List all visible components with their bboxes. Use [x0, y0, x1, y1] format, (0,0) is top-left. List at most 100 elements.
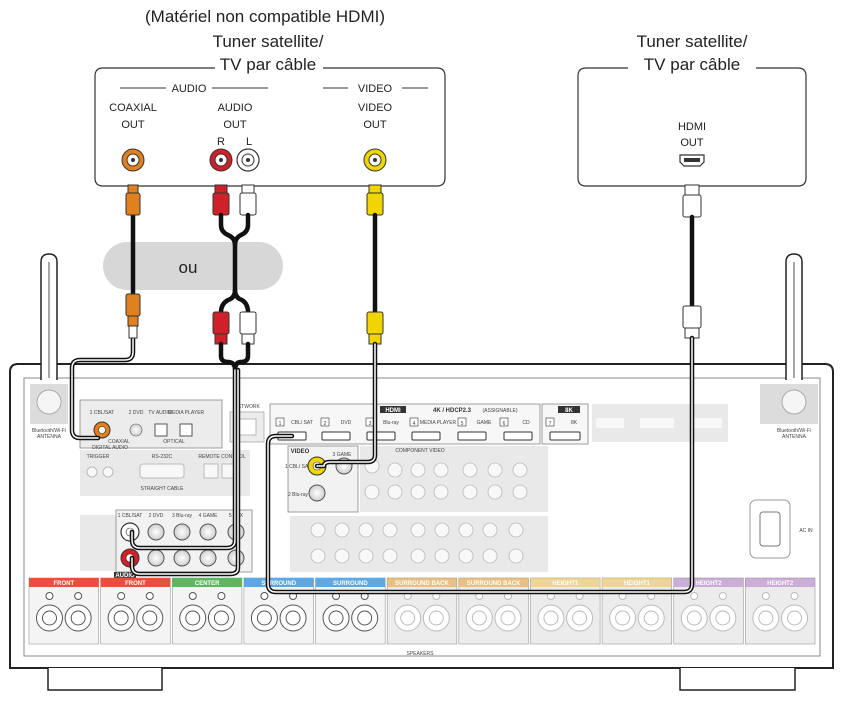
hdmi-device-name-2: TV par câble: [644, 55, 740, 74]
audio-out-l-jack: [236, 148, 260, 172]
speaker-terminal-10: HEIGHT2: [673, 577, 744, 645]
audio-in-1-label: 1 CBL/SAT: [118, 513, 143, 519]
speaker-terminal-11: HEIGHT2: [745, 577, 816, 645]
audio-r-label: R: [217, 136, 225, 148]
hdmi-in-2-port: [321, 431, 351, 441]
antenna-right: Bluetooth/Wi-Fi ANTENNA: [760, 253, 818, 440]
video-group-label: VIDEO: [358, 83, 393, 95]
speaker-terminal-1: FRONT: [28, 577, 99, 645]
hdmi-in-1-num: 1: [279, 421, 282, 427]
ac-in-label: AC IN: [799, 528, 813, 534]
speaker-terminal-4: SURROUND: [243, 577, 314, 645]
digital-coaxial-label: COAXIAL: [108, 439, 130, 445]
hdmi-in-5-num: 5: [461, 421, 464, 427]
composite-video-cable: [314, 184, 384, 469]
digital-media-player-label: MEDIA PLAYER: [168, 410, 205, 416]
antenna-right-label: Bluetooth/Wi-Fi: [777, 428, 811, 434]
video-in-game-label: 3 GAME: [333, 452, 353, 458]
hdmi-cable: [265, 184, 702, 595]
antenna-right-label-2: ANTENNA: [782, 434, 807, 440]
audio-in-label: AUDIO: [115, 573, 135, 579]
speaker-terminal-7: SURROUND BACK: [458, 577, 529, 645]
digital-audio-section: 1 CBL/SAT 2 DVD TV AUDIO MEDIA PLAYER CO…: [79, 399, 223, 451]
speaker-terminal-2: FRONT: [100, 577, 171, 645]
hdmi-in-4-num: 4: [413, 421, 416, 427]
audio-out-r-jack: [209, 148, 233, 172]
hdmi-out-label-2: OUT: [680, 137, 704, 149]
speaker-label-8: HEIGHT1: [552, 581, 579, 587]
digital-dvd-label: 2 DVD: [129, 410, 144, 416]
video-out-label-1: VIDEO: [358, 102, 393, 114]
speaker-terminals: FRONT FRONT CENTER SURROUND SURROUND SURROUND…: [28, 577, 816, 645]
speaker-label-2: FRONT: [125, 581, 146, 587]
straight-cable-label: STRAIGHT CABLE: [141, 486, 185, 492]
video-in-label: VIDEO: [291, 449, 310, 455]
audio-l-label: L: [246, 136, 252, 148]
hdmi-device-name-1: Tuner satellite/: [637, 32, 748, 51]
device-note: (Matériel non compatible HDMI): [145, 7, 385, 26]
audio-group-label: AUDIO: [172, 83, 207, 95]
video-in-section: VIDEO 1 CBL/ SAT 2 Blu-ray 3 GAME COMPON…: [285, 445, 548, 513]
analog-audio-cable: [129, 184, 257, 577]
coaxial-out-jack: [121, 148, 145, 172]
network-label: NETWORK: [234, 404, 260, 410]
hdmi-8k-header: 8K: [565, 408, 573, 414]
speaker-label-4: SURROUND: [261, 581, 296, 587]
audio-out-label-2: OUT: [223, 119, 247, 131]
hdmi-in-5-label: GAME: [477, 420, 492, 426]
hdmi-in-6-port: [503, 431, 533, 441]
speaker-terminal-3: CENTER: [171, 577, 243, 645]
remote-control-label: REMOTE CONTROL: [198, 454, 245, 460]
hdmi-in-4-port: [411, 431, 441, 441]
speakers-label: SPEAKERS: [407, 651, 435, 657]
hdmi-device-panel: HDMI OUT: [577, 67, 807, 187]
hdmi-assignable-label: (ASSIGNABLE): [482, 408, 517, 414]
audio-in-section: 1 CBL/SAT 2 DVD 3 Blu-ray 4 GAME 5 AUX A…: [80, 509, 548, 579]
speaker-terminal-6: SURROUND BACK: [386, 577, 458, 645]
source-device-name-2: TV par câble: [220, 55, 316, 74]
digital-tv-audio-label: TV AUDIO: [148, 410, 171, 416]
hdmi-in-4-label: MEDIA PLAYER: [420, 420, 457, 426]
hdmi-8k-label: 8K: [571, 420, 578, 426]
control-section: TRIGGER RS-232C REMOTE CONTROL STRAIGHT …: [80, 450, 250, 496]
hdmi-8k-num: 7: [549, 421, 552, 427]
alternative-band: [103, 242, 283, 290]
hdmi-8k-port: [549, 431, 581, 441]
hdmi-in-2-label: DVD: [341, 420, 352, 426]
audio-in-3-label: 3 Blu-ray: [172, 513, 193, 519]
ac-in-section: AC IN: [749, 499, 813, 559]
speaker-label-10: HEIGHT2: [696, 581, 723, 587]
speaker-label-1: FRONT: [53, 581, 74, 587]
hdmi-in-label: HDMI: [385, 408, 401, 414]
rs232c-label: RS-232C: [152, 454, 173, 460]
speaker-label-11: HEIGHT2: [767, 581, 794, 587]
hdmi-in-1-label: CBL/ SAT: [291, 420, 313, 426]
alternative-label: ou: [179, 258, 198, 277]
source-device-panel: AUDIO VIDEO COAXIAL OUT AUDIO OUT R L VI…: [94, 67, 446, 187]
antenna-left-label-2: ANTENNA: [37, 434, 62, 440]
trigger-label: TRIGGER: [87, 454, 110, 460]
hdmi-in-3-port: [366, 431, 396, 441]
hdmi-in-3-label: Blu-ray: [383, 420, 399, 426]
video-in-bluray-label: 2 Blu-ray: [288, 492, 309, 498]
coaxial-cable: [69, 184, 141, 441]
speaker-terminal-8: HEIGHT1: [530, 577, 601, 645]
coaxial-out-label-1: COAXIAL: [109, 102, 157, 114]
hdmi-inputs-row: 1 CBL/ SAT 2 DVD 3 Blu-ray 4 MEDIA PLAYE…: [275, 417, 533, 441]
speaker-label-5: SURROUND: [333, 581, 368, 587]
speaker-label-9: HEIGHT1: [624, 581, 651, 587]
source-device-name-1: Tuner satellite/: [213, 32, 324, 51]
hdmi-in-3-num: 3: [369, 421, 372, 427]
digital-optical-label: OPTICAL: [163, 439, 185, 445]
coaxial-out-label-2: OUT: [121, 119, 145, 131]
video-out-jack: [363, 148, 387, 172]
speaker-terminal-9: HEIGHT1: [601, 577, 673, 645]
video-out-label-2: OUT: [363, 119, 387, 131]
speaker-label-7: SURROUND BACK: [467, 581, 521, 587]
component-video-label: COMPONENT VIDEO: [395, 448, 444, 454]
hdmi-in-5-port: [457, 431, 487, 441]
speaker-terminal-5: SURROUND: [315, 577, 386, 645]
digital-cbl-sat-label: 1 CBL/SAT: [90, 410, 115, 416]
hdmi-in-6-label: CD: [522, 420, 530, 426]
